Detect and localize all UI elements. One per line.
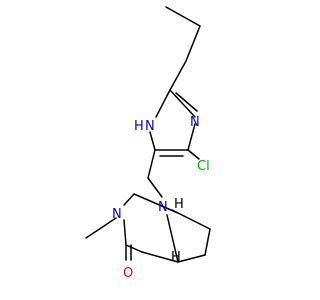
bond-c5-ch2 xyxy=(141,251,179,263)
bridge-n-label: N xyxy=(158,200,168,215)
bond-ch2-c1 xyxy=(133,193,179,214)
bond-bridge-n-c5 xyxy=(166,214,179,263)
stereo-h-top-label: H xyxy=(174,197,184,212)
bond-skeleton xyxy=(85,6,211,263)
oxygen-label: O xyxy=(123,266,133,281)
bond-ch2-carbonyl xyxy=(125,244,143,253)
bond-c2h2-c3h2 xyxy=(204,228,211,256)
ring-bond-c2-n3-double xyxy=(175,92,198,112)
butyl-bond-2 xyxy=(185,25,201,62)
bond-c5-ch2 xyxy=(147,149,156,179)
lactam-n-label: N xyxy=(112,207,122,222)
imidazole-n3-label: N xyxy=(190,115,200,130)
ring-bond-c2-n3 xyxy=(169,89,196,118)
butyl-bond-1 xyxy=(165,6,201,27)
ring-bond-n3-c4 xyxy=(187,123,196,151)
bond-carbonyl-lactam-n xyxy=(123,219,127,246)
ring-bond-n1-c2 xyxy=(155,89,171,118)
bond-lactam-n-methyl xyxy=(85,217,117,239)
ring-bond-c5-n1 xyxy=(149,131,156,151)
bond-lactam-n-ch2 xyxy=(123,193,135,206)
bond-ch2-bridge-n xyxy=(147,177,163,198)
stereo-h-bottom-label: H xyxy=(171,250,181,265)
bond-c4-cl xyxy=(187,149,200,160)
nh-hydrogen-label: H xyxy=(134,119,144,134)
bond-c3h2-c5 xyxy=(177,254,206,263)
molecule-structure: H N N Cl N N O H H xyxy=(85,6,211,281)
bond-c1-c2h2 xyxy=(177,212,211,230)
butyl-bond-3 xyxy=(169,60,187,91)
imidazole-n1-label: N xyxy=(145,119,155,134)
chlorine-label: Cl xyxy=(197,159,210,174)
